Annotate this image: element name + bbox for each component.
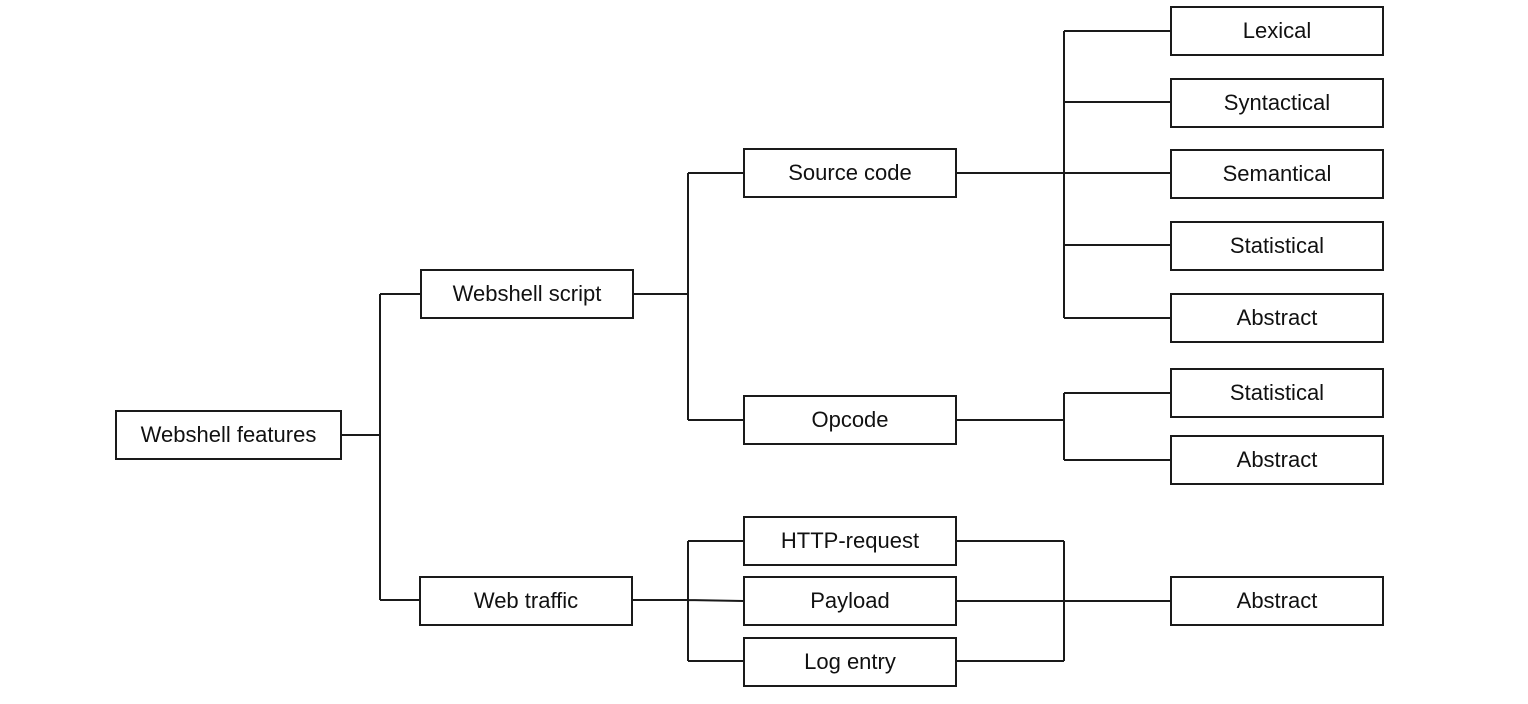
node-webshell-features: Webshell features <box>115 410 342 460</box>
node-opcode: Opcode <box>743 395 957 445</box>
connector-opcode <box>957 392 1170 461</box>
node-source-code: Source code <box>743 148 957 198</box>
node-syntactical: Syntactical <box>1170 78 1384 128</box>
connector-web-traffic <box>633 540 744 662</box>
node-lexical: Lexical <box>1170 6 1384 56</box>
node-log-entry: Log entry <box>743 637 957 687</box>
node-abstract-source: Abstract <box>1170 293 1384 343</box>
node-payload: Payload <box>743 576 957 626</box>
node-abstract-opcode: Abstract <box>1170 435 1384 485</box>
connector-source-code <box>957 30 1170 319</box>
connector-webshell-script <box>634 172 743 421</box>
connector-root <box>342 293 420 601</box>
node-web-traffic: Web traffic <box>419 576 633 626</box>
node-statistical-source: Statistical <box>1170 221 1384 271</box>
node-semantical: Semantical <box>1170 149 1384 199</box>
node-http-request: HTTP-request <box>743 516 957 566</box>
node-webshell-script: Webshell script <box>420 269 634 319</box>
connector-traffic-abstract <box>957 540 1170 662</box>
node-statistical-opcode: Statistical <box>1170 368 1384 418</box>
node-abstract-traffic: Abstract <box>1170 576 1384 626</box>
